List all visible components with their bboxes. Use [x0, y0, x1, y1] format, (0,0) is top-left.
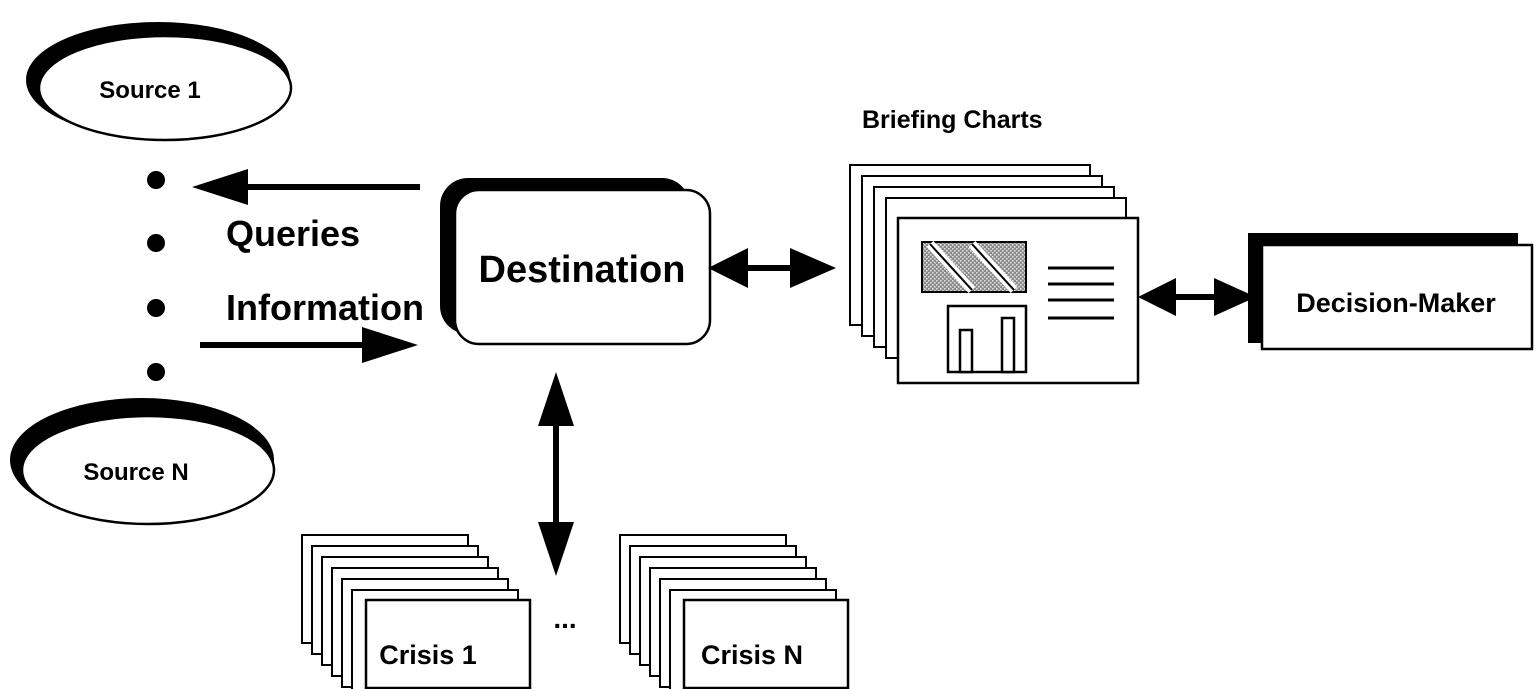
crisis-ellipsis: ...	[553, 603, 576, 634]
information-label: Information	[226, 287, 424, 328]
information-arrow	[200, 327, 418, 363]
crisis-1-label: Crisis 1	[379, 640, 477, 670]
decision-maker-node: Decision-Maker	[1248, 233, 1534, 351]
queries-label: Queries	[226, 213, 360, 254]
queries-arrow	[192, 169, 420, 205]
briefing-charts-label: Briefing Charts	[862, 106, 1043, 134]
destination-crisis-arrow	[538, 372, 574, 576]
crisis-n-stack: Crisis N	[619, 534, 850, 689]
briefing-decision-arrow	[1138, 278, 1256, 316]
chart-text-lines	[1048, 266, 1114, 320]
crisis-n-label: Crisis N	[701, 640, 803, 670]
source-n-node: Source N	[10, 398, 276, 526]
chart-bar-glyph	[946, 304, 1028, 374]
source-n-label: Source N	[83, 459, 188, 486]
source-1-node: Source 1	[26, 22, 293, 142]
source-1-label: Source 1	[99, 77, 200, 104]
destination-label: Destination	[479, 249, 686, 291]
decision-maker-label: Decision-Maker	[1296, 288, 1496, 318]
briefing-charts-stack	[849, 164, 1140, 385]
destination-node: Destination	[440, 178, 712, 346]
source-ellipsis-dots	[147, 171, 165, 381]
destination-briefing-arrow	[708, 248, 836, 288]
crisis-1-stack: Crisis 1	[301, 534, 532, 689]
